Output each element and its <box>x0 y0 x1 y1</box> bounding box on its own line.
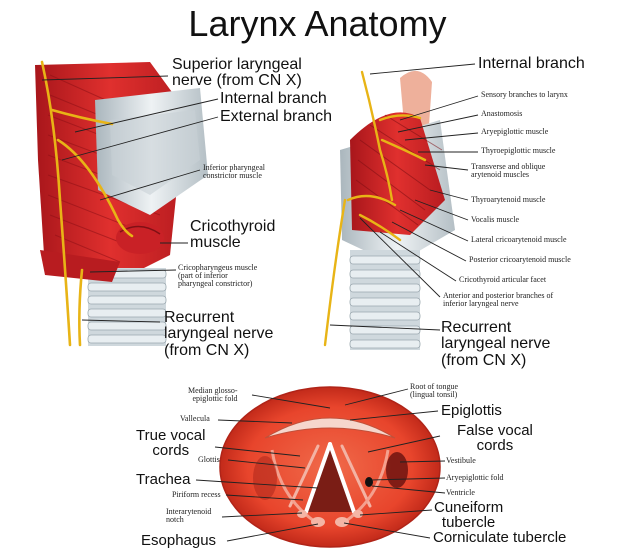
label-vestibule: Vestibule <box>446 457 476 465</box>
label-cricothyroid-articular-facet: Cricothyroid articular facet <box>459 276 546 284</box>
label-vocalis-muscle: Vocalis muscle <box>471 216 519 224</box>
label-recurrent-laryngeal-nerve-left: Recurrent laryngeal nerve (from CN X) <box>164 310 273 359</box>
label-median-glossoepiglottic-fold: Median glosso- epiglottic fold <box>188 387 238 403</box>
label-inferior-pharyngeal-constrictor: Inferior pharyngeal constrictor muscle <box>203 164 265 180</box>
label-false-vocal-cords: False vocal cords <box>457 423 533 454</box>
label-anastomosis: Anastomosis <box>481 110 522 118</box>
right-larynx-illustration <box>325 71 455 350</box>
label-posterior-cricoarytenoid: Posterior cricoarytenoid muscle <box>469 256 571 264</box>
label-root-of-tongue: Root of tongue (lingual tonsil) <box>410 383 458 399</box>
label-vallecula: Vallecula <box>180 415 210 423</box>
label-interarytenoid-notch: Interarytenoid notch <box>166 508 211 524</box>
label-sensory-branches: Sensory branches to larynx <box>481 91 568 99</box>
laryngoscopic-view-illustration <box>220 387 440 547</box>
label-anterior-posterior-branches: Anterior and posterior branches of infer… <box>443 292 553 308</box>
label-superior-laryngeal-nerve: Superior laryngeal nerve (from CN X) <box>172 57 302 90</box>
label-trachea: Trachea <box>136 472 190 487</box>
label-esophagus: Esophagus <box>141 533 216 548</box>
label-thyroarytenoid-muscle: Thyroarytenoid muscle <box>471 196 545 204</box>
label-recurrent-laryngeal-nerve-right: Recurrent laryngeal nerve (from CN X) <box>441 320 550 369</box>
label-cuneiform-tubercle: Cuneiform tubercle <box>434 500 503 531</box>
label-internal-branch-right: Internal branch <box>478 56 585 72</box>
label-internal-branch-left: Internal branch <box>220 91 327 107</box>
label-corniculate-tubercle: Corniculate tubercle <box>433 530 566 545</box>
label-aryepiglottic-muscle: Aryepiglottic muscle <box>481 128 548 136</box>
label-transverse-oblique-arytenoid: Transverse and oblique arytenoid muscles <box>471 163 545 179</box>
label-ventricle: Ventricle <box>446 489 475 497</box>
label-thyroepiglottic-muscle: Thyroepiglottic muscle <box>481 147 555 155</box>
left-larynx-illustration <box>35 62 208 346</box>
label-cricothyroid-muscle: Cricothyroid muscle <box>190 219 275 252</box>
label-lateral-cricoarytenoid: Lateral cricoarytenoid muscle <box>471 236 567 244</box>
label-epiglottis: Epiglottis <box>441 403 502 418</box>
label-piriform-recess: Piriform recess <box>172 491 221 499</box>
label-glottis: Glottis <box>198 456 220 464</box>
label-external-branch: External branch <box>220 109 332 125</box>
label-true-vocal-cords: True vocal cords <box>136 428 205 459</box>
label-cricopharyngeus-muscle: Cricopharyngeus muscle (part of inferior… <box>178 264 257 288</box>
label-aryepiglottic-fold: Aryepiglottic fold <box>446 474 504 482</box>
